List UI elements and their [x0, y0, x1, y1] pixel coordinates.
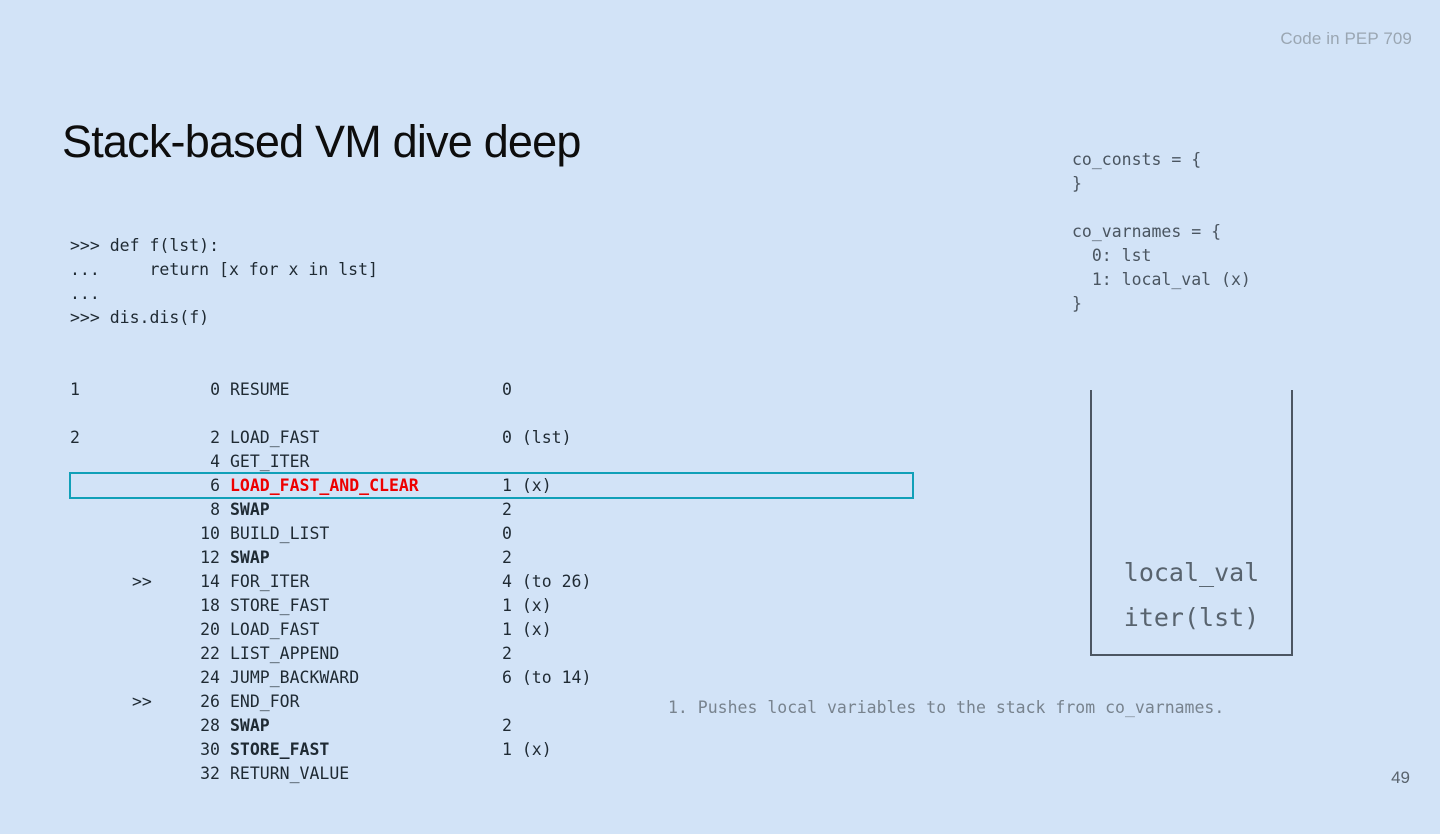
stack-item: local_val [1123, 558, 1260, 587]
slide: Code in PEP 709 Stack-based VM dive deep… [62, 29, 1412, 787]
row-offset: 6 [210, 476, 220, 495]
page-number: 49 [1391, 768, 1410, 787]
row-offset: 26 [200, 692, 220, 711]
code-object-line [1072, 196, 1251, 220]
disassembly-row: 1 0 RESUME 0 [70, 378, 512, 402]
row-offset: 0 [210, 380, 220, 399]
code-object-panel: co_consts = {} co_varnames = { 0: lst 1:… [1072, 148, 1251, 316]
row-jump: >> [132, 692, 152, 711]
row-opname: LOAD_FAST [230, 428, 320, 447]
row-jump: >> [132, 572, 152, 591]
row-offset: 12 [200, 548, 220, 567]
disassembly-row: >> 26 END_FOR [70, 690, 378, 714]
row-opname: JUMP_BACKWARD [230, 668, 360, 687]
disassembly-row: 18 STORE_FAST 1 (x) [70, 594, 552, 618]
disassembly-row: 4 GET_ITER [70, 450, 378, 474]
vm-stack-diagram: local_val iter(lst) [1090, 390, 1293, 656]
code-object-line: co_consts = { [1072, 150, 1202, 169]
row-arg: 2 [502, 644, 512, 663]
row-arg: 2 [502, 716, 512, 735]
disassembly-row: >> 14 FOR_ITER 4 (to 26) [70, 570, 591, 594]
row-opname: RETURN_VALUE [230, 764, 350, 783]
row-arg: 1 (x) [502, 740, 552, 759]
row-offset: 8 [210, 500, 220, 519]
row-arg: 2 [502, 548, 512, 567]
code-object-line: co_varnames = { [1072, 222, 1222, 241]
row-lineno: 2 [70, 428, 80, 447]
row-offset: 2 [210, 428, 220, 447]
disassembly-row: 12 SWAP 2 [70, 546, 512, 570]
row-opname: GET_ITER [230, 452, 310, 471]
row-arg: 4 (to 26) [502, 572, 592, 591]
row-opname: LOAD_FAST [230, 620, 320, 639]
row-arg: 0 [502, 524, 512, 543]
row-arg: 6 (to 14) [502, 668, 592, 687]
row-offset: 28 [200, 716, 220, 735]
page-title: Stack-based VM dive deep [62, 116, 581, 168]
repl-line: ... return [x for x in lst] [70, 260, 378, 279]
row-offset: 30 [200, 740, 220, 759]
disassembly-row: 30 STORE_FAST 1 (x) [70, 738, 552, 762]
row-opname: BUILD_LIST [230, 524, 330, 543]
code-object-line: } [1072, 294, 1082, 313]
row-arg: 1 (x) [502, 620, 552, 639]
row-offset: 32 [200, 764, 220, 783]
row-opname: RESUME [230, 380, 290, 399]
row-offset: 14 [200, 572, 220, 591]
row-offset: 22 [200, 644, 220, 663]
disassembly-row: 28 SWAP 2 [70, 714, 512, 738]
row-arg: 1 (x) [502, 596, 552, 615]
disassembly-row: 24 JUMP_BACKWARD 6 (to 14) [70, 666, 591, 690]
row-opname: END_FOR [230, 692, 300, 711]
row-arg: 0 [502, 380, 512, 399]
code-object-line: 0: lst [1072, 246, 1152, 265]
row-offset: 18 [200, 596, 220, 615]
code-object-line: } [1072, 174, 1082, 193]
disassembly-row: 32 RETURN_VALUE [70, 762, 378, 786]
row-opname: STORE_FAST [230, 596, 330, 615]
disassembly-row: 10 BUILD_LIST 0 [70, 522, 512, 546]
stack-item: iter(lst) [1123, 603, 1260, 632]
row-offset: 20 [200, 620, 220, 639]
disassembly-row: 8 SWAP 2 [70, 498, 512, 522]
disassembly-spacer [70, 402, 378, 426]
row-arg: 0 (lst) [502, 428, 572, 447]
row-opname: FOR_ITER [230, 572, 310, 591]
row-arg: 1 (x) [502, 476, 552, 495]
row-offset: 10 [200, 524, 220, 543]
row-lineno: 1 [70, 380, 80, 399]
disassembly-row: 20 LOAD_FAST 1 (x) [70, 618, 552, 642]
disassembly-row: 2 2 LOAD_FAST 0 (lst) [70, 426, 572, 450]
row-opname: SWAP [230, 500, 270, 519]
row-opname: LIST_APPEND [230, 644, 340, 663]
row-offset: 24 [200, 668, 220, 687]
row-opname: SWAP [230, 548, 270, 567]
slide-section-label: Code in PEP 709 [1280, 29, 1412, 48]
row-arg: 2 [502, 500, 512, 519]
repl-line: >>> def f(lst): [70, 236, 220, 255]
disassembly-code-block: >>> def f(lst): ... return [x for x in ls… [69, 186, 914, 834]
code-object-line: 1: local_val (x) [1072, 270, 1251, 289]
row-opname: STORE_FAST [230, 740, 330, 759]
row-opname: LOAD_FAST_AND_CLEAR [230, 476, 419, 495]
disassembly-row: 22 LIST_APPEND 2 [70, 642, 512, 666]
row-offset: 4 [210, 452, 220, 471]
repl-line: ... [70, 284, 100, 303]
row-opname: SWAP [230, 716, 270, 735]
disassembly-row: 6 LOAD_FAST_AND_CLEAR 1 (x) [69, 472, 914, 499]
footnote: 1. Pushes local variables to the stack f… [668, 698, 1225, 717]
repl-session-lines: >>> def f(lst): ... return [x for x in ls… [70, 234, 378, 330]
repl-line: >>> dis.dis(f) [70, 308, 210, 327]
